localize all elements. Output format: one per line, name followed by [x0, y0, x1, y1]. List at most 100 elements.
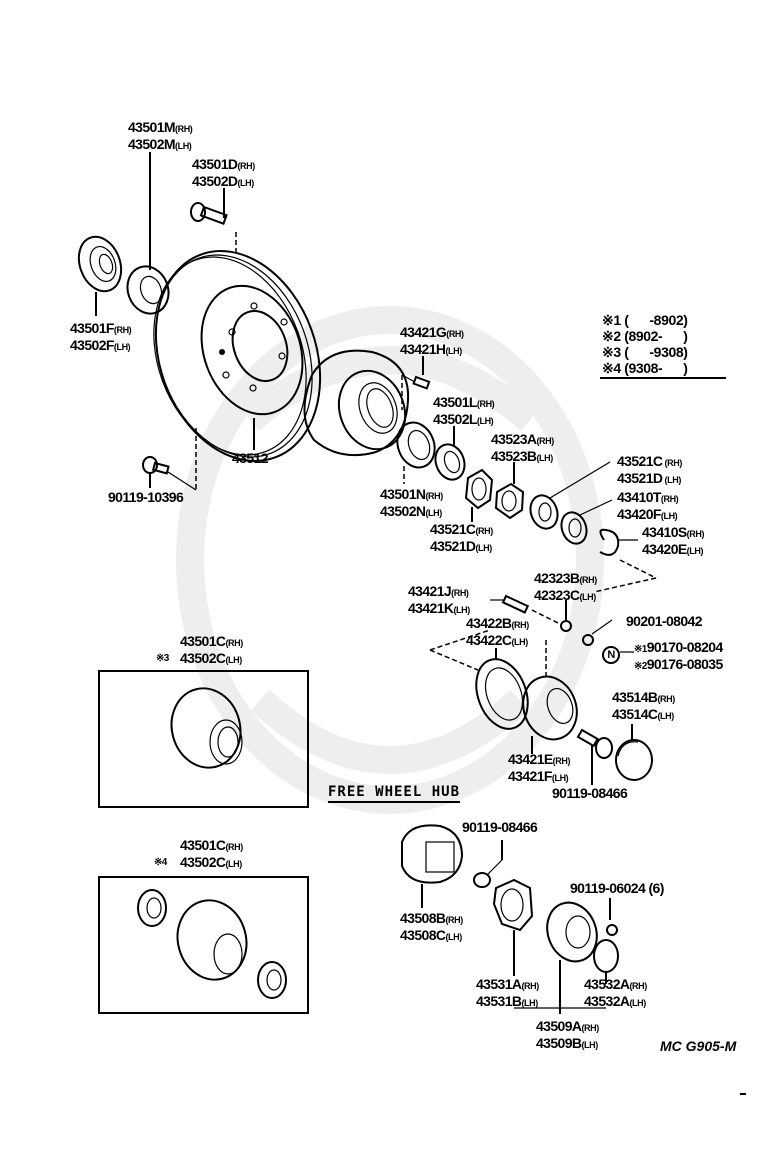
- part-number: 43521C: [430, 521, 476, 537]
- section-title-free-wheel-hub: FREE WHEEL HUB: [328, 784, 461, 803]
- footnote-row: ※1 ( -8902): [602, 312, 688, 328]
- part-label-43501D[interactable]: 43501D(RH) 43502D(LH): [192, 157, 255, 191]
- part-number: 43531B: [476, 993, 522, 1009]
- side-suffix: (LH): [225, 859, 242, 869]
- part-number: 43514C: [612, 706, 658, 722]
- part-label-43532A[interactable]: 43532A(RH) 43532A(LH): [584, 977, 647, 1011]
- side-suffix: (RH): [445, 915, 463, 925]
- side-suffix: (LH): [657, 711, 674, 721]
- part-label-43421E[interactable]: 43421E(RH) 43421F(LH): [508, 752, 570, 786]
- part-label-90119-08466-freewheel[interactable]: 90119-08466: [462, 819, 538, 835]
- hub-assembly-box-4: [98, 876, 309, 1014]
- footnote-range: (8902- ): [624, 328, 688, 344]
- part-number: 43421K: [408, 600, 454, 616]
- part-number: 43501M: [128, 119, 176, 135]
- side-suffix: (LH): [579, 592, 596, 602]
- part-number: 43501C: [180, 633, 226, 649]
- part-number: 43502C: [180, 650, 226, 666]
- part-number: 42323C: [534, 587, 580, 603]
- part-label-N-nut[interactable]: N ※190170-08204 ※290176-08035: [602, 639, 724, 674]
- part-label-90119-08466-axle[interactable]: 90119-08466: [552, 785, 628, 801]
- side-suffix: (RH): [581, 1023, 599, 1033]
- part-label-90201-08042[interactable]: 90201-08042: [626, 613, 703, 629]
- part-label-43410S[interactable]: 43410S(RH) 43420E(LH): [642, 525, 704, 559]
- part-label-43422B[interactable]: 43422B(RH) 43422C(LH): [466, 616, 529, 650]
- side-suffix: (RH): [446, 329, 464, 339]
- part-label-43501M[interactable]: 43501M(RH) 43502M(LH): [128, 119, 193, 154]
- part-label-43514B[interactable]: 43514B(RH) 43514C(LH): [612, 690, 675, 724]
- side-suffix: (LH): [476, 416, 494, 426]
- side-suffix: (RH): [237, 161, 255, 171]
- part-number: 43512: [232, 450, 269, 466]
- part-number: 43523B: [491, 448, 537, 464]
- part-number: 43422C: [466, 632, 512, 648]
- boxed-hub-assembly-4: [137, 889, 287, 999]
- part-label-43509A[interactable]: 43509A(RH) 43509B(LH): [536, 1019, 599, 1053]
- part-label-43501L[interactable]: 43501L(RH) 43502L(LH): [433, 395, 495, 429]
- part-number: 43502C: [180, 854, 226, 870]
- oil-seal-part[interactable]: [72, 231, 129, 297]
- part-number: 43514B: [612, 689, 658, 705]
- part-label-90119-06024[interactable]: 90119-06024 (6): [570, 881, 664, 896]
- side-suffix: (LH): [511, 637, 528, 647]
- drawing-code: MC G905-M: [660, 1038, 737, 1054]
- part-number: 43521C: [617, 453, 663, 469]
- part-label-90119-10396[interactable]: 90119-10396: [108, 490, 184, 505]
- part-label-43521C-right[interactable]: 43521C (RH) 43521D (LH): [617, 454, 682, 488]
- side-suffix: (RH): [113, 325, 132, 335]
- part-label-43508B[interactable]: 43508B(RH) 43508C(LH): [400, 911, 463, 945]
- part-number: 90170-08204: [646, 639, 724, 655]
- part-label-43531A[interactable]: 43531A(RH) 43531B(LH): [476, 977, 539, 1011]
- footnote-mark: ※3: [602, 344, 621, 360]
- part-number: 43422B: [466, 615, 512, 631]
- hub-assembly-box-3: [98, 670, 309, 808]
- part-number: 43421E: [508, 751, 553, 767]
- hub-gasket-part[interactable]: [467, 652, 537, 736]
- part-number: 90119-08466: [552, 785, 628, 801]
- inner-bearing-part[interactable]: [391, 417, 441, 473]
- free-wheel-hub-body-part[interactable]: [401, 824, 464, 884]
- side-suffix: (LH): [521, 998, 538, 1008]
- drive-flange-part[interactable]: [515, 669, 586, 747]
- part-label-43512[interactable]: 43512: [232, 450, 269, 466]
- side-suffix: (LH): [660, 511, 678, 521]
- side-suffix: (RH): [175, 124, 193, 134]
- part-label-43521C-left[interactable]: 43521C(RH) 43521D(LH): [430, 522, 493, 556]
- side-suffix: (LH): [686, 546, 704, 556]
- part-number: 43420E: [642, 541, 687, 557]
- side-suffix: (LH): [629, 998, 646, 1008]
- side-suffix: (RH): [660, 494, 679, 504]
- outer-bearing-part[interactable]: [121, 261, 175, 320]
- brake-disc-part[interactable]: [127, 228, 348, 484]
- part-label-43523A[interactable]: 43523A(RH) 43523B(LH): [491, 432, 554, 466]
- part-label-43501N[interactable]: 43501N(RH) 43502N(LH): [380, 487, 443, 521]
- side-suffix: (LH): [225, 655, 242, 665]
- part-label-43501F[interactable]: 43501F(RH) 43502F(LH): [70, 321, 132, 355]
- boxed-hub-assembly-3: [170, 687, 243, 769]
- part-label-43421J[interactable]: 43421J(RH) 43421K(LH): [408, 584, 470, 618]
- part-number: 90176-08035: [646, 656, 724, 672]
- part-number: 90201-08042: [626, 613, 703, 629]
- side-suffix: (LH): [425, 508, 442, 518]
- part-number: 43508B: [400, 910, 446, 926]
- hub-bolt-part[interactable]: [190, 202, 228, 225]
- footnote-mark: ※2: [634, 661, 647, 672]
- footnote-mark: ※3: [156, 653, 169, 664]
- part-number: 43521D: [430, 538, 476, 554]
- side-suffix: (RH): [425, 491, 443, 501]
- part-label-43410T[interactable]: 43410T(RH) 43420F(LH): [617, 490, 679, 524]
- hub-cap-part[interactable]: [615, 739, 653, 781]
- part-label-42323B[interactable]: 42323B(RH) 42323C(LH): [534, 571, 597, 605]
- bolt-part[interactable]: [142, 456, 170, 475]
- part-number: 42323B: [534, 570, 580, 586]
- footnote-row: ※2 (8902- ): [602, 328, 688, 344]
- part-label-43421G[interactable]: 43421G(RH) 43421H(LH): [400, 325, 464, 359]
- footnote-range: ( -9308): [624, 344, 688, 360]
- footnote-legend: ※1 ( -8902) ※2 (8902- ) ※3 ( -9308) ※4 (…: [602, 312, 688, 376]
- part-number: 90119-08466: [462, 819, 538, 835]
- side-suffix: (RH): [629, 981, 647, 991]
- footnote-range: (9308- ): [624, 360, 688, 376]
